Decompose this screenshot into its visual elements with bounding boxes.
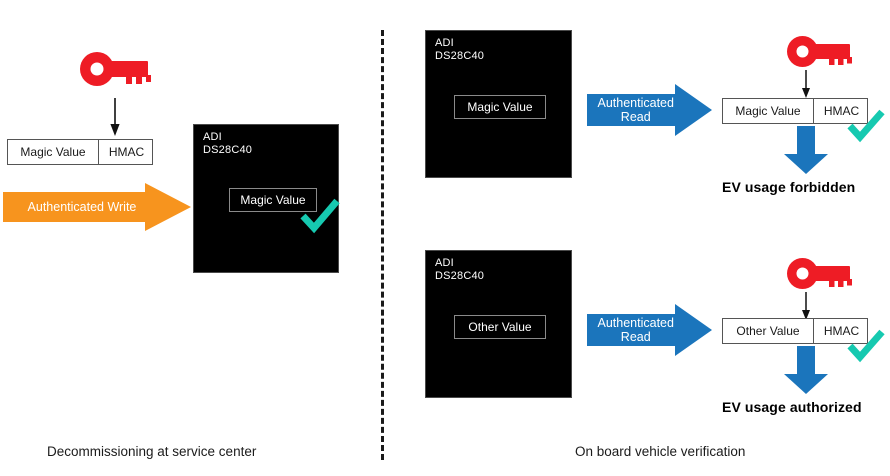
verdict-row2: EV usage authorized — [722, 399, 862, 415]
data-frame-row2: Other Value HMAC — [722, 318, 868, 344]
check-icon — [847, 329, 885, 363]
frame-hmac-cell: HMAC — [98, 140, 154, 164]
chip-row2: ADI DS28C40 Other Value — [425, 250, 572, 398]
chip-stored-value: Magic Value — [454, 95, 546, 119]
down-arrow-icon — [108, 98, 122, 136]
authenticated-write-label: Authenticated Write — [27, 200, 137, 214]
authenticated-write-arrow: Authenticated Write — [3, 183, 191, 231]
left-panel: Magic Value HMAC Authenticated Write ADI… — [0, 0, 381, 476]
key-icon — [787, 258, 853, 289]
right-panel-caption: On board vehicle verification — [575, 444, 746, 459]
key-icon — [80, 52, 152, 86]
data-frame-row1: Magic Value HMAC — [722, 98, 868, 124]
chip-row1: ADI DS28C40 Magic Value — [425, 30, 572, 178]
verdict-row1: EV usage forbidden — [722, 179, 856, 195]
verification-row-forbidden: ADI DS28C40 Magic Value Authenticated Re… — [0, 0, 890, 230]
frame-value-cell: Other Value — [736, 324, 800, 338]
chip-brand-label: ADI DS28C40 — [435, 37, 485, 62]
chip-left: ADI DS28C40 Magic Value — [193, 124, 340, 273]
frame-hmac-cell: HMAC — [813, 99, 869, 123]
chip-brand-label: ADI DS28C40 — [435, 257, 485, 282]
key-icon — [787, 36, 853, 67]
check-icon — [847, 109, 885, 143]
frame-value-cell: Magic Value — [20, 145, 86, 159]
blue-arrow-shape — [587, 304, 712, 356]
down-arrow-icon — [800, 70, 812, 98]
check-icon — [300, 198, 340, 234]
authenticated-read-arrow-row1: Authenticated Read — [587, 84, 712, 136]
down-arrow-icon — [800, 292, 812, 320]
left-panel-caption: Decommissioning at service center — [47, 444, 257, 459]
blue-arrow-shape — [587, 84, 712, 136]
orange-arrow-shape — [3, 183, 191, 231]
authenticated-read-label: Authenticated Read — [597, 96, 674, 124]
chip-brand-label: ADI DS28C40 — [203, 131, 253, 156]
chip-stored-value: Magic Value — [229, 188, 317, 212]
panel-divider — [381, 30, 384, 460]
authenticated-read-label: Authenticated Read — [597, 316, 674, 344]
frame-hmac-cell: HMAC — [813, 319, 869, 343]
frame-value-cell: Magic Value — [735, 104, 801, 118]
verification-row-authorized: ADI DS28C40 Other Value Authenticated Re… — [425, 250, 885, 415]
data-frame-write: Magic Value HMAC — [7, 139, 153, 165]
authenticated-read-arrow-row2: Authenticated Read — [587, 304, 712, 356]
blue-down-arrow-icon — [784, 126, 828, 174]
blue-down-arrow-icon — [784, 346, 828, 394]
chip-stored-value: Other Value — [454, 315, 546, 339]
